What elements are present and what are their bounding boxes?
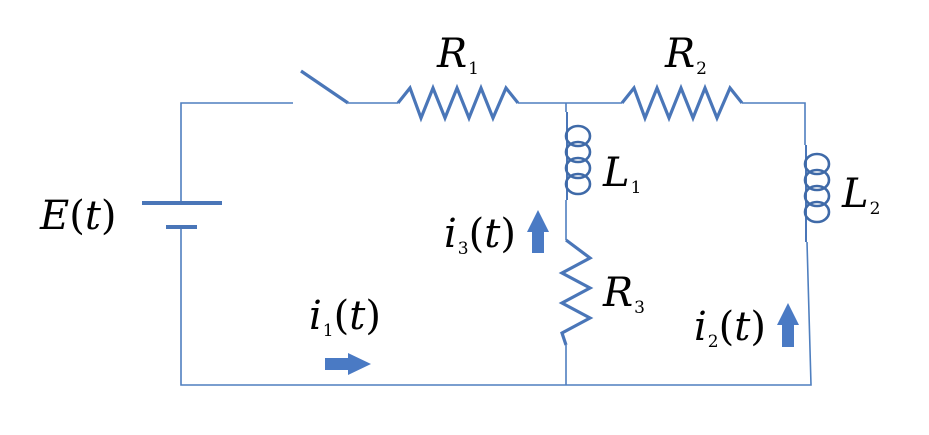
label-r1: R1 xyxy=(437,31,479,79)
wire-r2-right xyxy=(742,102,806,145)
label-l2: L2 xyxy=(842,171,881,219)
inductor-l2 xyxy=(803,152,831,224)
label-source-e: E(t) xyxy=(40,193,117,239)
label-i1: i1(t) xyxy=(309,293,381,341)
arrow-right-icon xyxy=(325,353,371,375)
wire-l2-bottom xyxy=(566,241,812,386)
resistor-r3 xyxy=(558,238,594,346)
label-r2: R2 xyxy=(665,31,707,79)
inductor-l1 xyxy=(564,124,592,196)
label-r3: R3 xyxy=(603,270,645,318)
arrow-up-icon xyxy=(527,210,549,253)
resistor-r2 xyxy=(620,83,744,123)
resistor-r1 xyxy=(396,83,520,123)
label-i2: i2(t) xyxy=(694,304,766,352)
label-i3: i3(t) xyxy=(444,211,516,259)
switch-blade[interactable] xyxy=(300,69,349,105)
wire-left-bottom xyxy=(180,227,566,386)
wire-left-top xyxy=(180,102,293,202)
arrow-up-icon xyxy=(777,303,799,347)
label-l1: L1 xyxy=(603,150,642,198)
